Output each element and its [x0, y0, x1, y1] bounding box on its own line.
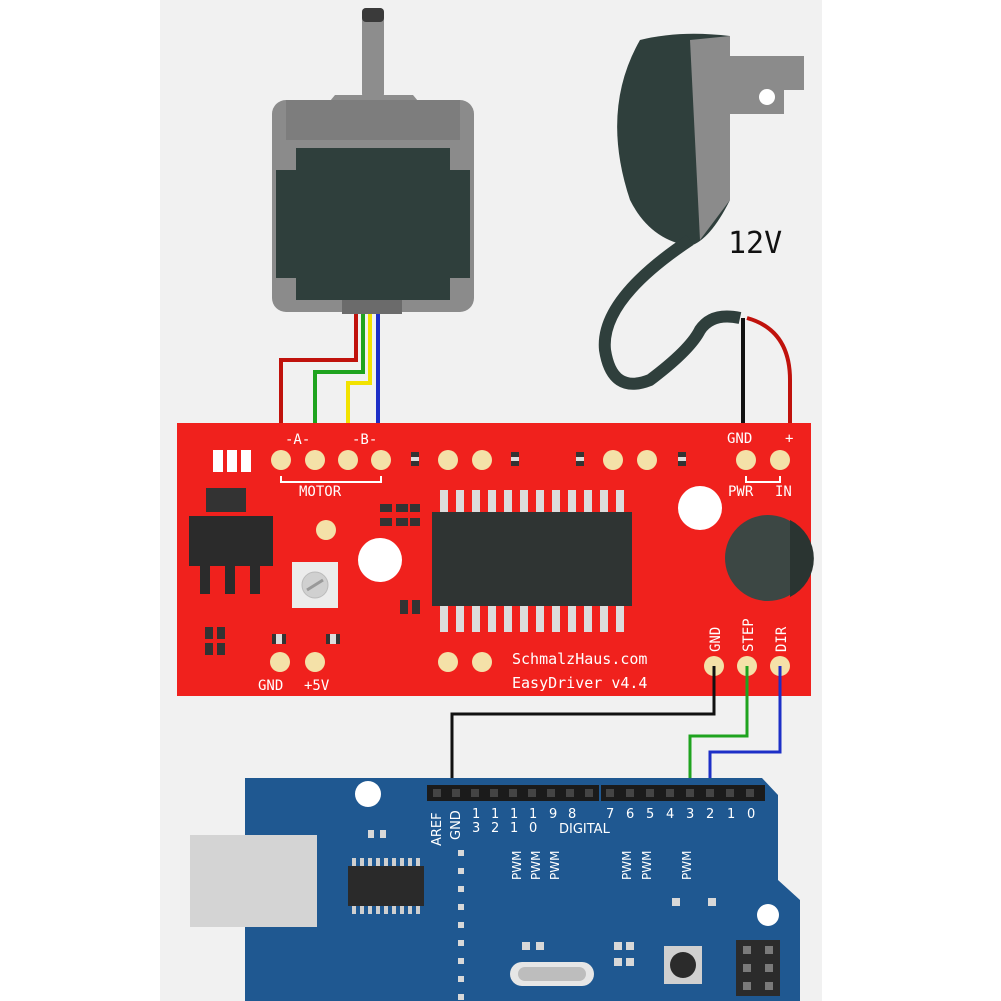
motor-shaft [362, 8, 384, 98]
label-pin12-b: 2 [491, 821, 499, 836]
label-pin10-b: 0 [529, 821, 537, 836]
label-aref: AREF [430, 812, 445, 846]
label-maker: SchmalzHaus.com [512, 650, 647, 668]
label-digital: DIGITAL [559, 822, 611, 837]
label-gnd: GND [258, 678, 283, 694]
wire-dir-blue [708, 666, 782, 795]
label-pin4: 4 [666, 807, 674, 822]
label-dir: DIR [774, 626, 790, 652]
wire-gnd-black [450, 666, 716, 795]
voltage-label: 12V [728, 226, 782, 261]
label-pin9: 9 [549, 807, 557, 822]
usb-connector [190, 835, 317, 927]
label-pin6: 6 [626, 807, 634, 822]
label-motor-b: -B- [352, 432, 377, 448]
label-step: STEP [741, 618, 757, 652]
label-pwm-3: PWM [680, 851, 694, 880]
board-pads [270, 450, 790, 676]
usb-chip [348, 866, 424, 906]
motor-connector [342, 300, 402, 314]
capacitor [725, 515, 811, 601]
easydriver-board: -A- -B- MOTOR GND + PWR IN GND +5V Schma… [177, 423, 814, 696]
label-pin0: 0 [747, 807, 755, 822]
label-motor-a: -A- [285, 432, 310, 448]
wire-red-a [279, 314, 358, 458]
label-arduino-gnd: GND [449, 810, 464, 840]
motor-face [276, 148, 470, 300]
label-5v: +5V [304, 678, 330, 694]
pad-gnd [270, 652, 290, 672]
label-pin10-a: 1 [529, 807, 537, 822]
label-pwm-6: PWM [620, 851, 634, 880]
label-pin11-b: 1 [510, 821, 518, 836]
label-pin8: 8 [568, 807, 576, 822]
label-pin1: 1 [727, 807, 735, 822]
label-pwr: PWR [728, 484, 754, 500]
pad-5v [305, 652, 325, 672]
driver-chip [432, 490, 632, 632]
mount-hole-left [358, 538, 402, 582]
label-pin13-b: 3 [472, 821, 480, 836]
label-pin5: 5 [646, 807, 654, 822]
label-pwr-plus: + [785, 431, 793, 447]
label-ctrl-gnd: GND [708, 627, 724, 652]
label-pin3: 3 [686, 807, 694, 822]
stepper-motor [272, 8, 474, 314]
label-pin11-a: 1 [510, 807, 518, 822]
control-wires [450, 666, 782, 795]
header-low [601, 785, 765, 801]
label-pin13-a: 1 [472, 807, 480, 822]
wire-step-green [688, 666, 749, 795]
label-motor: MOTOR [299, 484, 342, 500]
pad-pwr-gnd [736, 450, 756, 470]
arduino-board: AREF GND 1 3 1 2 1 1 1 0 9 8 DIGITAL 7 6… [190, 778, 800, 1001]
icsp-header [736, 940, 780, 996]
label-pwm-5: PWM [640, 851, 654, 880]
label-pwm-9: PWM [548, 851, 562, 880]
label-pin2: 2 [706, 807, 714, 822]
label-pin7: 7 [606, 807, 614, 822]
pad-b2 [371, 450, 391, 470]
mount-hole-right [678, 486, 722, 530]
label-model: EasyDriver v4.4 [512, 674, 647, 692]
pad-b1 [338, 450, 358, 470]
pad-pwr-in [770, 450, 790, 470]
label-pin12-a: 1 [491, 807, 499, 822]
wire-yellow-b [346, 314, 372, 458]
voltage-regulator [206, 488, 246, 512]
pad-a1 [271, 450, 291, 470]
label-pwm-10: PWM [529, 851, 543, 880]
power-adapter [598, 33, 804, 390]
label-pwr-gnd: GND [727, 431, 752, 447]
pad-a2 [305, 450, 325, 470]
arduino-hole [355, 781, 381, 807]
smd-components [205, 452, 686, 655]
adapter-cable [598, 235, 742, 390]
label-pwm-11: PWM [510, 851, 524, 880]
wire-power-red [746, 316, 792, 458]
label-pwr-in: IN [775, 484, 792, 500]
wire-green-a [313, 314, 365, 458]
